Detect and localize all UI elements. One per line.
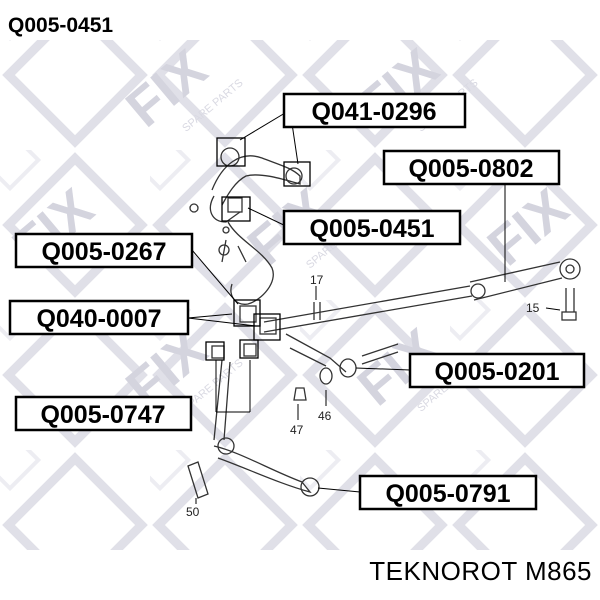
callout-q040-0007: Q040-0007 [8,299,190,336]
callout-q005-0451: Q005-0451 [282,209,462,246]
svg-text:Q041-0296: Q041-0296 [311,98,436,126]
callout-q005-0747: Q005-0747 [14,395,193,432]
part-number-50: 50 [186,505,200,519]
svg-text:Q005-0747: Q005-0747 [40,401,165,429]
callout-q041-0296: Q041-0296 [282,92,467,129]
upper-control-arm [211,155,301,206]
callout-q005-0802: Q005-0802 [382,149,561,186]
callout-q005-0267: Q005-0267 [14,232,194,269]
brand-line: TEKNOROT M865 [369,556,592,586]
page-title: Q005-0451 [8,14,113,37]
lower-rear-arm [213,445,312,494]
svg-text:Q005-0267: Q005-0267 [41,238,166,266]
toe-link [263,285,473,333]
part-number-46: 46 [318,409,332,423]
svg-text:Q005-0802: Q005-0802 [408,155,533,183]
svg-text:Q005-0201: Q005-0201 [434,358,559,386]
svg-text:Q005-0791: Q005-0791 [385,480,510,508]
svg-text:Q005-0451: Q005-0451 [309,215,434,243]
part-number-15: 15 [526,301,540,315]
part-number-17: 17 [310,273,324,287]
svg-text:Q040-0007: Q040-0007 [36,305,161,333]
suspension-drawing [187,147,581,499]
part-number-47: 47 [290,423,304,437]
callout-q005-0791: Q005-0791 [358,474,538,511]
callout-q005-0201: Q005-0201 [408,352,586,389]
